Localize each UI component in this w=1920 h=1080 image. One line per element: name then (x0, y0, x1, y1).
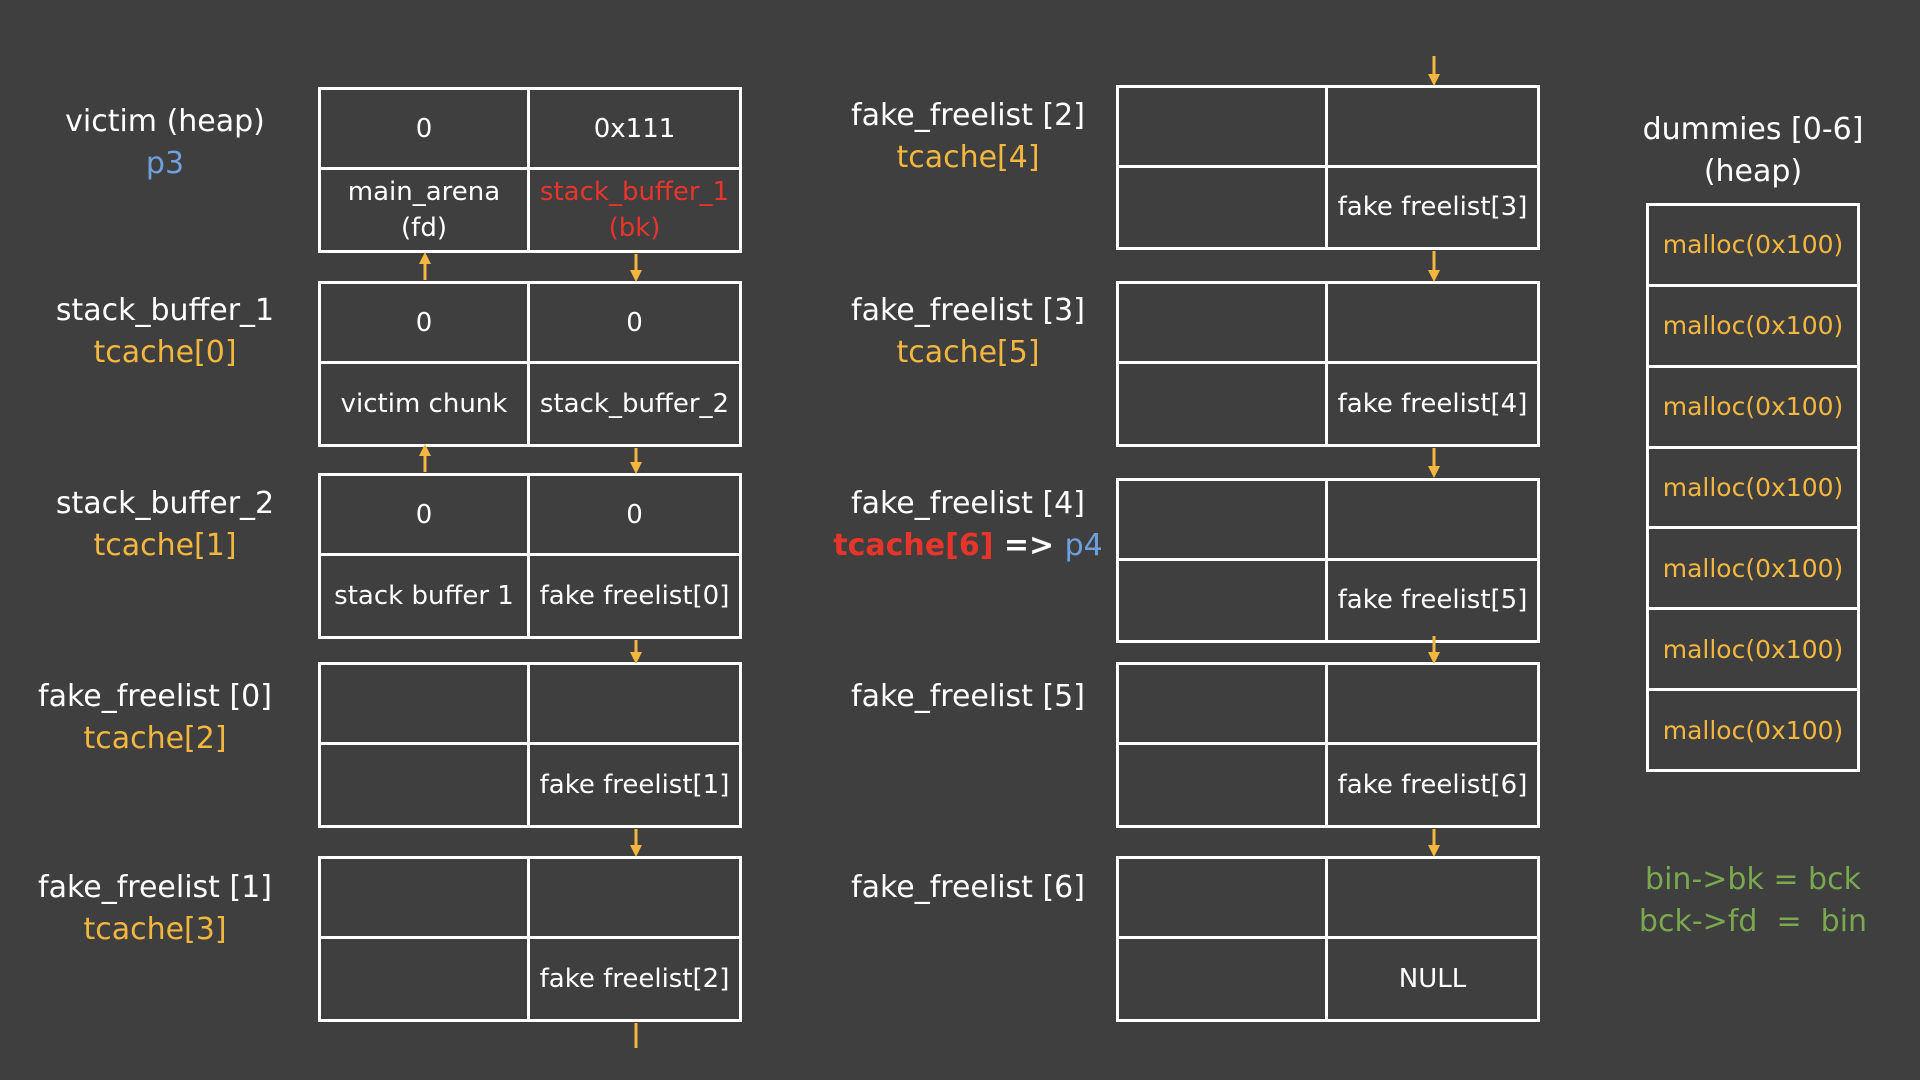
ff4-fd (1119, 560, 1328, 640)
dummy-chunk-5: malloc(0x100) (1649, 610, 1857, 692)
ff3-fd (1119, 364, 1328, 444)
ff2-size (1328, 88, 1537, 168)
ff5-prev-size (1119, 665, 1328, 745)
ff1-fd (321, 939, 530, 1019)
sb1-fd: victim chunk (321, 364, 530, 444)
ff5-bk: fake freelist[6] (1337, 770, 1528, 800)
ff1-bk: fake freelist[2] (539, 964, 730, 994)
sb2-bk: fake freelist[0] (539, 581, 730, 611)
ff1-prev-size (321, 859, 530, 939)
ff0-bk: fake freelist[1] (539, 770, 730, 800)
ff2-fd (1119, 167, 1328, 247)
chunk-fake-freelist-2: fake freelist[3] (1116, 85, 1540, 250)
ff0-fd (321, 745, 530, 825)
ff6-prev-size (1119, 859, 1328, 939)
sb2-size: 0 (530, 476, 739, 556)
label-stack-buffer-2: stack_buffer_2 tcache[1] (55, 486, 275, 563)
ff0-prev-size (321, 665, 530, 745)
dummy-chunk-0: malloc(0x100) (1649, 206, 1857, 287)
ff2-prev-size (1119, 88, 1328, 168)
dummy-chunk-6: malloc(0x100) (1662, 715, 1844, 745)
chunk-stack-buffer-2: 0 0 stack buffer 1 fake freelist[0] (318, 473, 742, 639)
chunk-stack-buffer-1: 0 0 victim chunk stack_buffer_2 (318, 281, 742, 447)
label-fake-freelist-4: fake_freelist [4] tcache[6] => p4 (833, 486, 1103, 563)
ff3-prev-size (1119, 284, 1328, 364)
chunk-fake-freelist-3: fake freelist[4] (1116, 281, 1540, 447)
ff6-bk: NULL (1398, 964, 1467, 994)
ff5-size (1328, 665, 1537, 745)
dummy-chunk-4: malloc(0x100) (1649, 529, 1857, 611)
label-fake-freelist-2: fake_freelist [2] tcache[4] (851, 98, 1085, 175)
ff2-bk: fake freelist[3] (1337, 192, 1528, 223)
ff4-size (1328, 481, 1537, 561)
ff4-bk: fake freelist[5] (1337, 585, 1528, 616)
label-fake-freelist-5: fake_freelist [5] (851, 679, 1085, 714)
label-fake-freelist-1: fake_freelist [1] tcache[3] (38, 870, 272, 947)
label-fake-freelist-3: fake_freelist [3] tcache[5] (851, 293, 1085, 370)
label-stack-buffer-1: stack_buffer_1 tcache[0] (55, 293, 275, 370)
label-fake-freelist-6: fake_freelist [6] (851, 870, 1085, 905)
dummy-chunk-3: malloc(0x100) (1649, 449, 1857, 530)
ff0-size (530, 665, 739, 745)
label-victim: victim (heap) p3 (65, 104, 265, 181)
label-dummies: dummies [0-6] (heap) (1642, 112, 1864, 189)
chunk-fake-freelist-5: fake freelist[6] (1116, 662, 1540, 828)
bin-note: bin->bk = bck bck->fd = bin (1638, 862, 1868, 939)
victim-prev-size: 0 (321, 90, 530, 170)
ff1-size (530, 859, 739, 939)
dummy-chunk-1: malloc(0x100) (1649, 287, 1857, 368)
ff6-fd (1119, 939, 1328, 1019)
ff3-bk: fake freelist[4] (1337, 389, 1528, 419)
dummy-chunk-2: malloc(0x100) (1649, 368, 1857, 449)
victim-fd: main_arena(fd) (321, 170, 530, 250)
victim-bk: stack_buffer_1(bk) (539, 177, 730, 243)
ff4-prev-size (1119, 481, 1328, 561)
sb1-size: 0 (530, 284, 739, 364)
chunk-victim: 0 0x111 main_arena(fd) stack_buffer_1(bk… (318, 87, 742, 253)
sb2-fd: stack buffer 1 (321, 556, 530, 636)
sb2-prev-size: 0 (321, 476, 530, 556)
chunk-fake-freelist-1: fake freelist[2] (318, 856, 742, 1022)
chunk-fake-freelist-6: NULL (1116, 856, 1540, 1022)
label-fake-freelist-0: fake_freelist [0] tcache[2] (38, 679, 272, 756)
dummies-list: malloc(0x100) malloc(0x100) malloc(0x100… (1646, 203, 1860, 772)
chunk-fake-freelist-4: fake freelist[5] (1116, 478, 1540, 643)
ff3-size (1328, 284, 1537, 364)
sb1-prev-size: 0 (321, 284, 530, 364)
victim-size: 0x111 (530, 90, 739, 170)
ff6-size (1328, 859, 1537, 939)
ff5-fd (1119, 745, 1328, 825)
chunk-fake-freelist-0: fake freelist[1] (318, 662, 742, 828)
sb1-bk: stack_buffer_2 (539, 389, 730, 419)
